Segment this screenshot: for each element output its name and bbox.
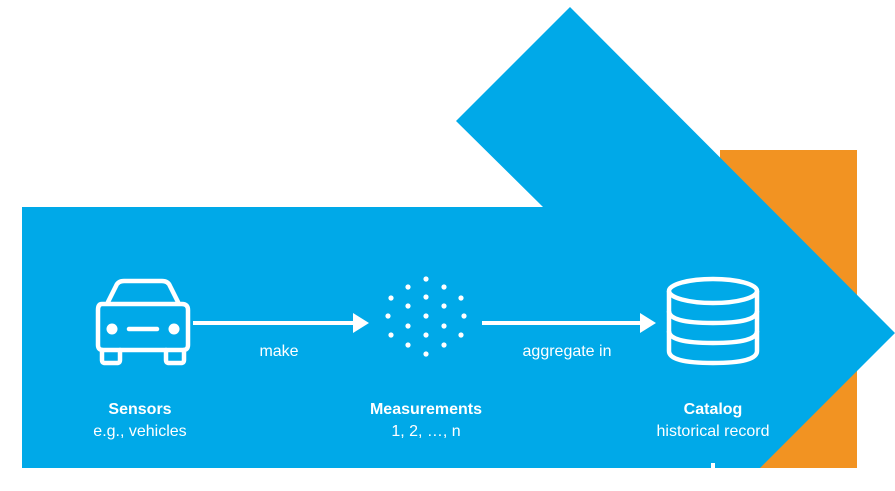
database-icon: [666, 276, 760, 366]
dot-cloud-icon: [385, 276, 467, 357]
node-title-sensors: Sensors: [108, 401, 172, 418]
node-subtitle-sensors: e.g., vehicles: [93, 423, 187, 440]
node-sensors: Sensors e.g., vehicles: [40, 399, 240, 443]
edge-label-make: make: [259, 343, 299, 360]
blue-arrow-shape: [22, 7, 895, 468]
edge-label-aggregate-in: aggregate in: [522, 343, 612, 360]
edge-arrow-make: [193, 313, 369, 333]
node-measurements: Measurements 1, 2, …, n: [326, 399, 526, 443]
node-subtitle-measurements: 1, 2, …, n: [391, 423, 461, 440]
node-subtitle-catalog: historical record: [656, 423, 770, 440]
node-title-catalog: Catalog: [683, 401, 743, 418]
node-title-measurements: Measurements: [369, 401, 483, 418]
edge-arrow-aggregate: [482, 313, 656, 333]
node-catalog: Catalog historical record: [613, 399, 813, 443]
car-icon: [95, 278, 191, 366]
